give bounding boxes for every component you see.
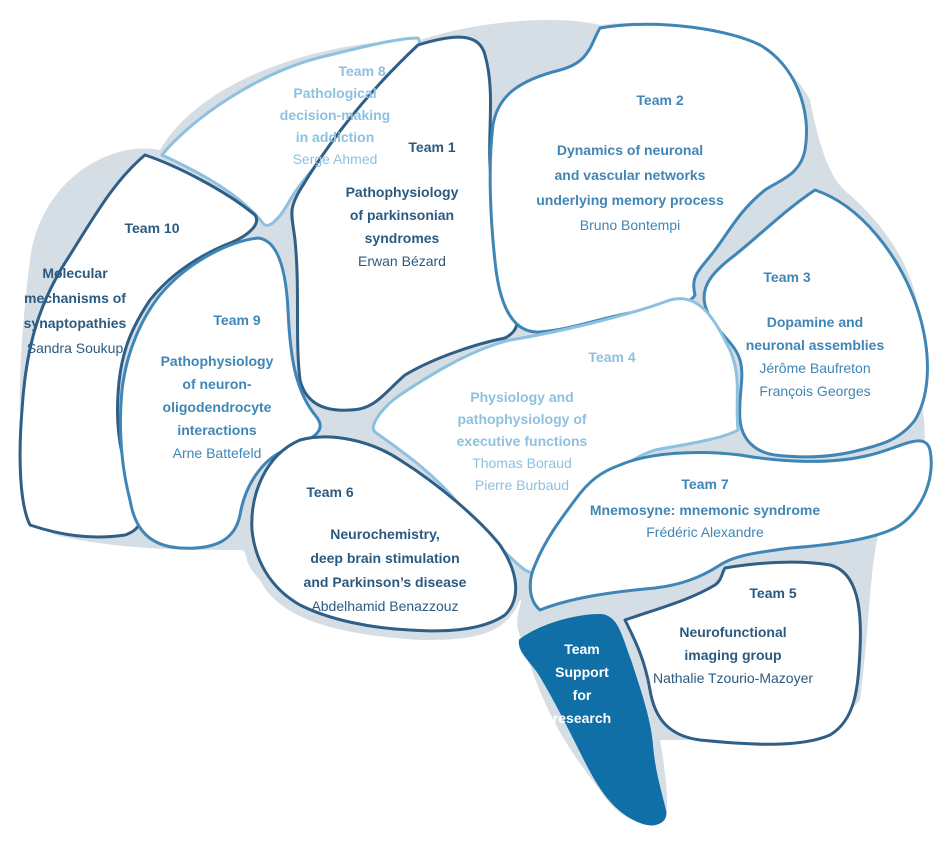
t3-title: Team 3 <box>763 269 810 285</box>
region-t5: Team 5 Neurofunctional imaging groupNathal… <box>653 585 813 686</box>
t4-topic-line: pathophysiology of <box>457 411 586 427</box>
support-topic-line: research <box>553 710 611 726</box>
t10-person-name: Sandra Soukup <box>27 340 124 356</box>
t7-person-name: Frédéric Alexandre <box>646 524 764 540</box>
t4-topic-line: executive functions <box>457 433 588 449</box>
t7-title: Team 7 <box>681 476 728 492</box>
t10-topic-line: mechanisms of <box>24 290 126 306</box>
t9-topic-line: oligodendrocyte <box>163 399 272 415</box>
t9-topic-line: interactions <box>177 422 257 438</box>
support-topic-line: Team <box>564 641 600 657</box>
t10-topic-line: Molecular <box>42 265 108 281</box>
t6-topic-line: and Parkinson’s disease <box>304 574 467 590</box>
t5-person-name: Nathalie Tzourio-Mazoyer <box>653 670 813 686</box>
lobe-team-9[interactable] <box>118 236 322 550</box>
t6-title: Team 6 <box>306 484 353 500</box>
t1-person-name: Erwan Bézard <box>358 253 446 269</box>
t9-topic-line: of neuron- <box>182 376 252 392</box>
t8-topic-line: in addiction <box>296 129 375 145</box>
region-t7: Team 7 Mnemosyne: mnemonic syndromeFrédér… <box>590 476 820 540</box>
support-topic-line: Support <box>555 664 609 680</box>
t8-title: Team 8 <box>338 63 385 79</box>
t3-person-name: Jérôme Baufreton <box>759 360 870 376</box>
region-t10: Team 10 Molecular mechanisms of synaptopath… <box>24 220 180 356</box>
t1-topic-line: of parkinsonian <box>350 207 454 223</box>
region-t3: Team 3 Dopamine and neuronal assembliesJér… <box>746 269 885 399</box>
t6-topic-line: deep brain stimulation <box>310 550 459 566</box>
t3-topic-line: neuronal assemblies <box>746 337 885 353</box>
t10-topic-line: synaptopathies <box>24 315 127 331</box>
t7-topic-line: Mnemosyne: mnemonic syndrome <box>590 502 820 518</box>
region-labels: Team 8 Pathological decision-making in addi… <box>24 63 885 726</box>
t9-topic-line: Pathophysiology <box>161 353 274 369</box>
t1-topic-line: Pathophysiology <box>346 184 459 200</box>
t1-title: Team 1 <box>408 139 455 155</box>
lobe-team-3[interactable] <box>702 188 929 459</box>
region-t2: Team 2 Dynamics of neuronal and vascular n… <box>536 92 724 233</box>
t5-topic-line: Neurofunctional <box>679 624 786 640</box>
t8-topic-line: decision-making <box>280 107 390 123</box>
t3-topic-line: Dopamine and <box>767 314 863 330</box>
region-t6: Team 6 Neurochemistry, deep brain stimulat… <box>304 484 467 614</box>
t8-person-name: Serge Ahmed <box>293 151 378 167</box>
t2-topic-line: underlying memory process <box>536 192 724 208</box>
region-t9: Team 9 Pathophysiology of neuron-oligodend… <box>161 312 274 461</box>
lobe-team-6[interactable] <box>250 435 518 633</box>
t4-title: Team 4 <box>588 349 635 365</box>
t2-topic-line: Dynamics of neuronal <box>557 142 703 158</box>
t2-title: Team 2 <box>636 92 683 108</box>
t6-person-name: Abdelhamid Benazzouz <box>311 598 458 614</box>
region-t1: Team 1 Pathophysiology of parkinsonian synd… <box>346 139 459 269</box>
t10-title: Team 10 <box>125 220 180 236</box>
lobe-team-1[interactable] <box>290 35 519 412</box>
t5-title: Team 5 <box>749 585 796 601</box>
t6-topic-line: Neurochemistry, <box>330 526 439 542</box>
lobe-team-7[interactable] <box>528 439 933 612</box>
t5-topic-line: imaging group <box>684 647 781 663</box>
t2-person-name: Bruno Bontempi <box>580 217 680 233</box>
support-topic-line: for <box>573 687 592 703</box>
t2-topic-line: and vascular networks <box>555 167 706 183</box>
lobe-team-5[interactable] <box>623 560 862 746</box>
t1-topic-line: syndromes <box>365 230 440 246</box>
region-t4: Team 4 Physiology and pathophysiology of ex… <box>457 349 636 493</box>
t9-title: Team 9 <box>213 312 260 328</box>
t9-person-name: Arne Battefeld <box>173 445 262 461</box>
t4-person-name: Pierre Burbaud <box>475 477 569 493</box>
lobe-support[interactable] <box>518 613 667 826</box>
t4-topic-line: Physiology and <box>470 389 573 405</box>
t4-person-name: Thomas Boraud <box>472 455 572 471</box>
t3-person-name: François Georges <box>759 383 870 399</box>
region-t8: Team 8 Pathological decision-making in addi… <box>280 63 390 167</box>
t8-topic-line: Pathological <box>293 85 376 101</box>
